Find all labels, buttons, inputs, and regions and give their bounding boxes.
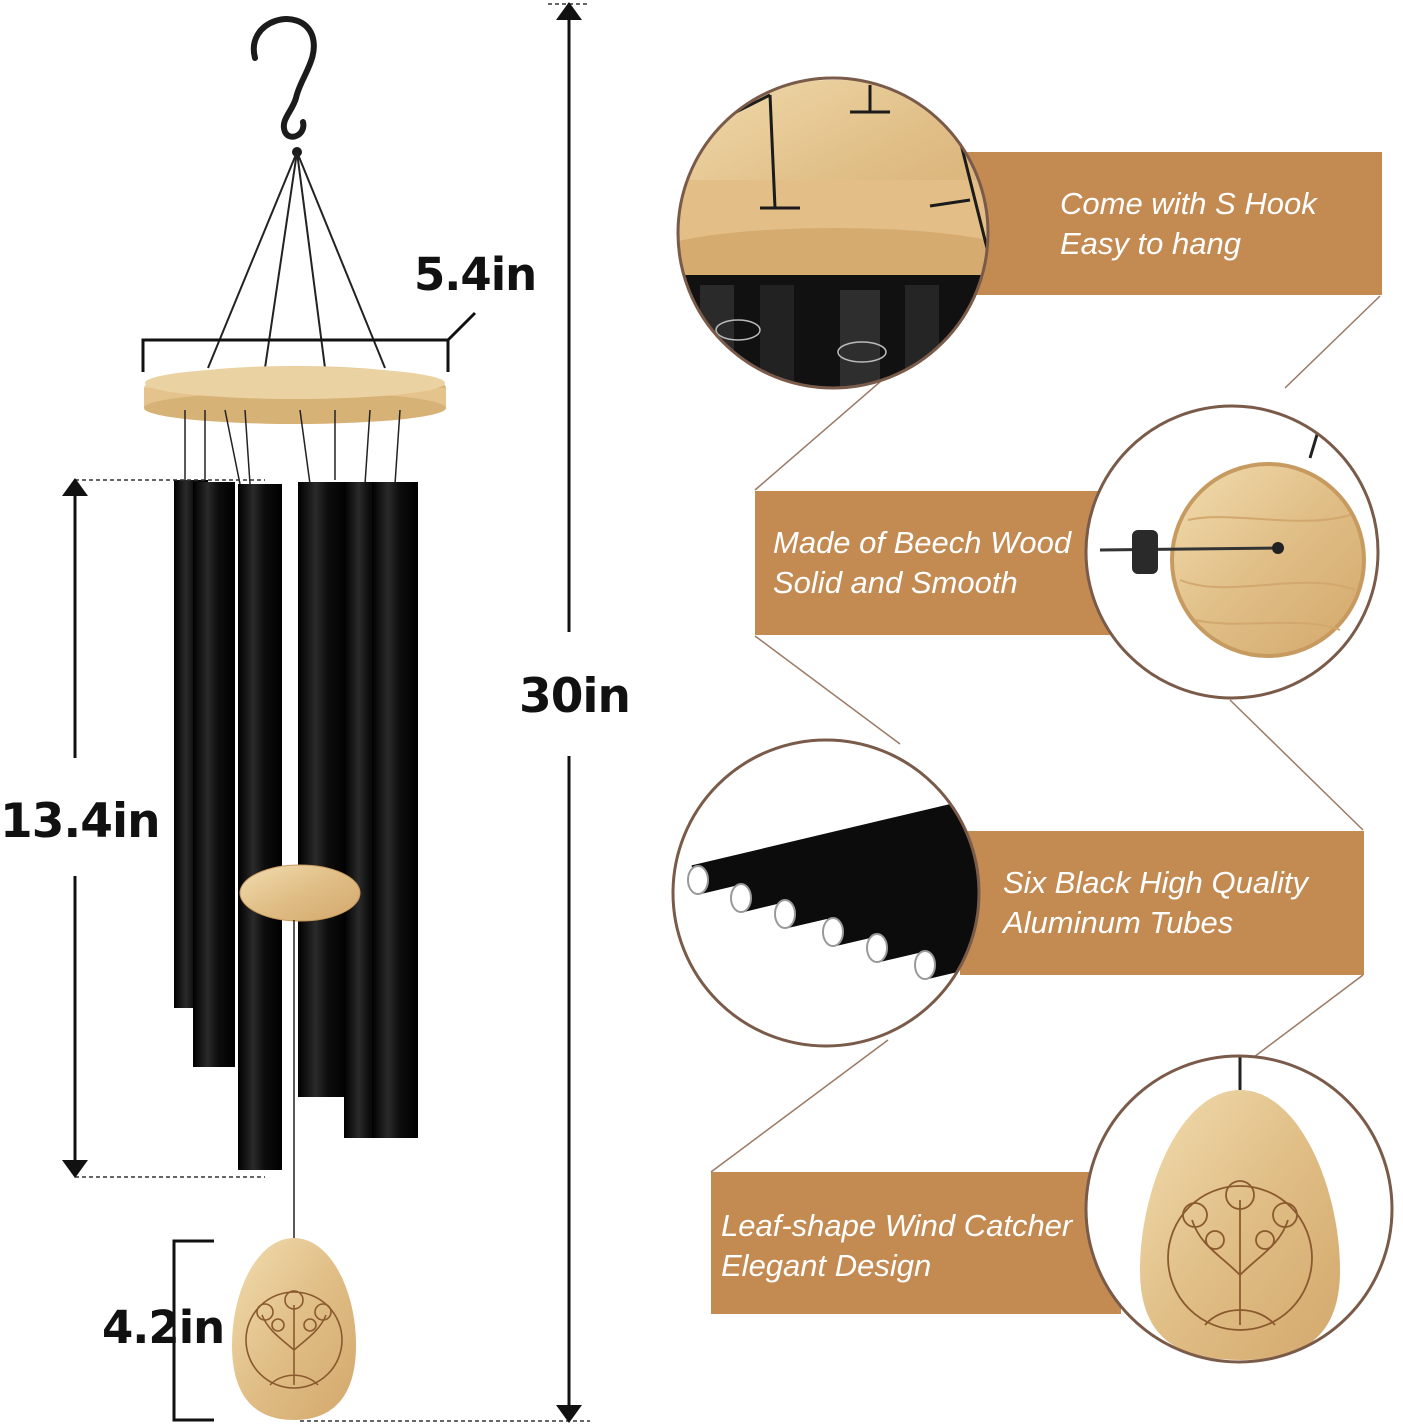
chime-tubes: [174, 480, 418, 1170]
wind-chime: [141, 16, 477, 1422]
width-label: 5.4in: [414, 248, 537, 301]
total-height-label: 30in: [519, 669, 631, 724]
striker-disc: [239, 864, 361, 922]
feature-line: Aluminum Tubes: [1003, 905, 1234, 940]
feature-box-wind-catcher: Leaf-shape Wind Catcher Elegant Design: [711, 1172, 1121, 1314]
feature-line: Made of Beech Wood: [773, 525, 1072, 560]
tree-of-life-icon: [245, 1290, 343, 1389]
tube-length-dimension: [62, 478, 265, 1178]
feature-line: Solid and Smooth: [773, 565, 1018, 600]
connector-lines: [710, 295, 1381, 1173]
feature-line: Come with S Hook: [1060, 186, 1317, 221]
feature-box-tubes: Six Black High Quality Aluminum Tubes: [960, 831, 1364, 975]
feature-line: Leaf-shape Wind Catcher: [721, 1208, 1073, 1243]
total-height-dimension: [300, 2, 590, 1423]
feature-box-beech-wood: Made of Beech Wood Solid and Smooth: [755, 491, 1115, 635]
width-dimension-bracket: [141, 311, 477, 372]
feature-line: Elegant Design: [721, 1248, 932, 1283]
s-hook-icon: [250, 16, 317, 140]
feature-line: Easy to hang: [1060, 226, 1241, 261]
tube-length-label: 13.4in: [0, 794, 161, 849]
catcher-dimension-bracket: [172, 1239, 214, 1422]
feature-box-s-hook: Come with S Hook Easy to hang: [965, 152, 1382, 295]
catcher-height-label: 4.2in: [102, 1301, 225, 1354]
feature-line: Six Black High Quality: [1003, 865, 1308, 900]
